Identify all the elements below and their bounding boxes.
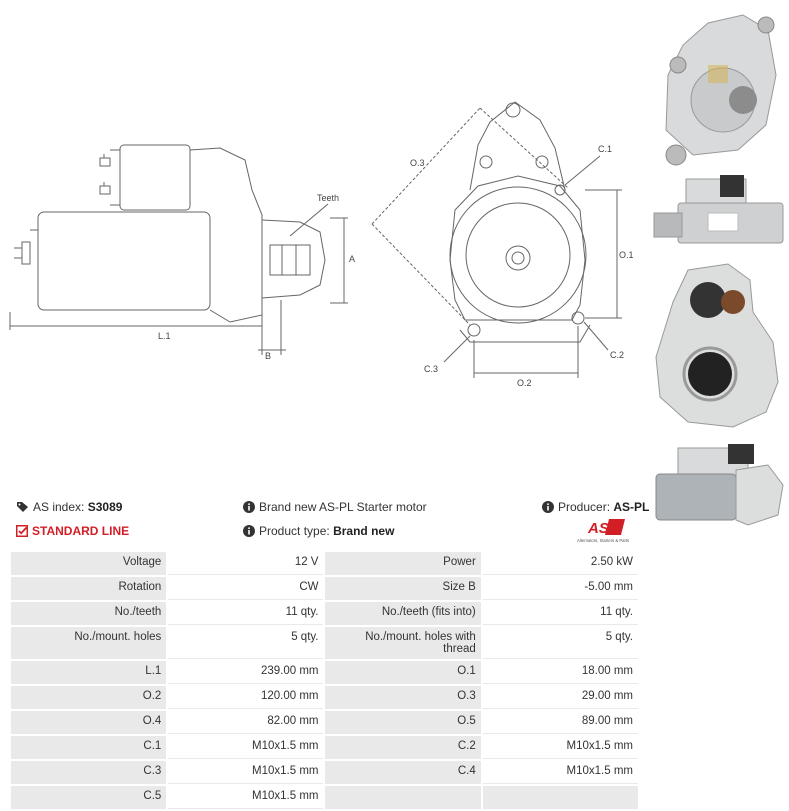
info-row-2: STANDARD LINE Product type: Brand new [16, 524, 641, 540]
spec-label: C.2 [325, 736, 481, 759]
dimension-b-label: B [265, 351, 271, 361]
side-view-drawing [9, 144, 348, 355]
info-icon [542, 501, 554, 513]
spec-value: M10x1.5 mm [482, 761, 638, 784]
spec-label: No./mount. holes with thread [325, 627, 481, 659]
teeth-label: Teeth [317, 193, 339, 203]
spec-label: O.3 [325, 686, 481, 709]
producer-value: AS-PL [613, 500, 650, 514]
spec-label: Voltage [11, 552, 167, 575]
info-icon [243, 501, 255, 513]
spec-label: O.2 [11, 686, 167, 709]
spec-value: M10x1.5 mm [168, 786, 324, 809]
dimension-a-label: A [349, 254, 355, 264]
as-pl-logo: AS Alternators, Starters & Parts [577, 517, 637, 543]
photo-rear-view[interactable] [648, 5, 789, 170]
spec-value: M10x1.5 mm [482, 736, 638, 759]
logo-text: AS [587, 520, 609, 537]
spec-label: O.4 [11, 711, 167, 734]
dimension-c2-label: C.2 [610, 350, 624, 360]
spec-value: 11 qty. [168, 602, 324, 625]
spec-value: 5 qty. [168, 627, 324, 659]
info-icon [243, 525, 255, 537]
dimension-c1-label: C.1 [598, 144, 612, 154]
check-square-icon [16, 525, 28, 537]
dimension-c3-label: C.3 [424, 364, 438, 374]
spec-value: 5 qty. [482, 627, 638, 659]
product-photos [648, 0, 789, 530]
spec-label: C.4 [325, 761, 481, 784]
spec-label: O.1 [325, 661, 481, 684]
spec-label: L.1 [11, 661, 167, 684]
photo-angle-view[interactable] [648, 440, 789, 530]
info-row-1: AS index: S3089 Brand new AS-PL Starter … [16, 500, 649, 516]
spec-label: Size B [325, 577, 481, 600]
spec-label: O.5 [325, 711, 481, 734]
spec-value: M10x1.5 mm [168, 761, 324, 784]
dimension-o3-label: O.3 [410, 158, 425, 168]
spec-label: Power [325, 552, 481, 575]
product-type-value: Brand new [333, 524, 395, 538]
spec-label: C.1 [11, 736, 167, 759]
spec-value: 2.50 kW [482, 552, 638, 575]
logo-subtitle: Alternators, Starters & Parts [577, 538, 629, 543]
product-description: Brand new AS-PL Starter motor [243, 500, 427, 514]
technical-drawings: Teeth A B L.1 O.3 C.1 O [9, 101, 634, 388]
spec-label: Rotation [11, 577, 167, 600]
spec-label: No./teeth (fits into) [325, 602, 481, 625]
spec-label: No./mount. holes [11, 627, 167, 659]
tag-icon [17, 502, 28, 512]
spec-value [482, 786, 638, 809]
spec-value: 89.00 mm [482, 711, 638, 734]
side-view-labels: Teeth A B L.1 [158, 193, 355, 361]
dimension-o1-label: O.1 [619, 250, 634, 260]
spec-value: -5.00 mm [482, 577, 638, 600]
spec-value: 29.00 mm [482, 686, 638, 709]
producer: Producer: AS-PL [542, 500, 649, 514]
spec-label: C.3 [11, 761, 167, 784]
spec-value: 120.00 mm [168, 686, 324, 709]
dimension-l1-label: L.1 [158, 331, 171, 341]
as-pl-logo-graphic: AS Alternators, Starters & Parts [577, 519, 629, 543]
spec-value: CW [168, 577, 324, 600]
dimension-o2-label: O.2 [517, 378, 532, 388]
spec-value: 239.00 mm [168, 661, 324, 684]
spec-label [325, 786, 481, 809]
standard-line-badge: STANDARD LINE [16, 524, 129, 538]
spec-label: No./teeth [11, 602, 167, 625]
photo-front-view[interactable] [648, 262, 789, 432]
spec-value: M10x1.5 mm [168, 736, 324, 759]
photo-side-view[interactable] [648, 173, 789, 253]
product-type: Product type: Brand new [243, 524, 394, 538]
as-index-value: S3089 [87, 500, 123, 514]
as-index: AS index: S3089 [16, 500, 122, 514]
spec-value: 11 qty. [482, 602, 638, 625]
front-view-labels: O.3 C.1 O.1 C.2 C.3 O.2 [410, 144, 634, 388]
spec-value: 18.00 mm [482, 661, 638, 684]
spec-value: 82.00 mm [168, 711, 324, 734]
spec-label: C.5 [11, 786, 167, 809]
front-view-drawing [371, 101, 622, 378]
spec-value: 12 V [168, 552, 324, 575]
